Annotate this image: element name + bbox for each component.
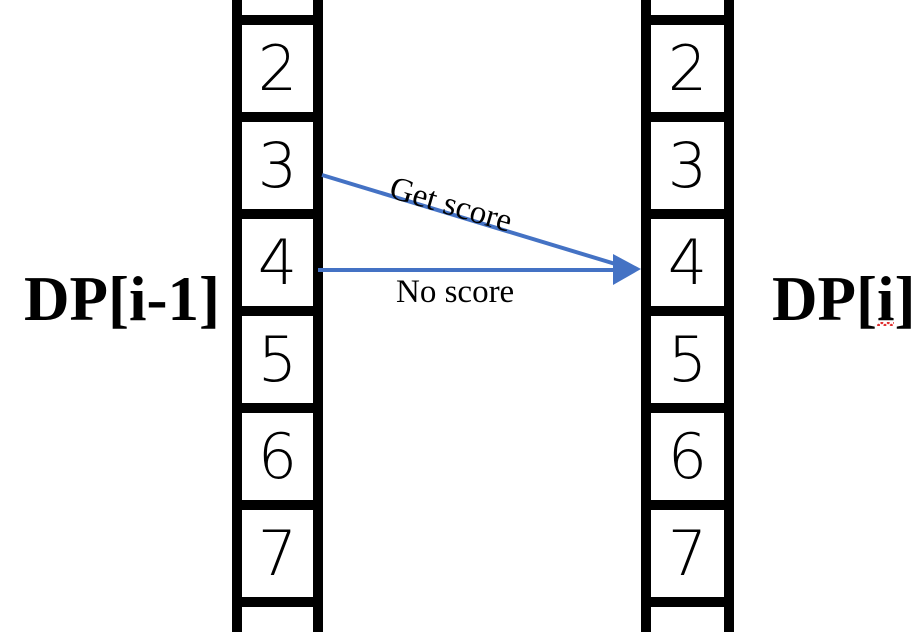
dp-cell-value: 3	[667, 128, 708, 202]
dp-cell-value: 5	[257, 322, 298, 396]
dp-cell: 5	[242, 316, 313, 413]
dp-label-current-index: i	[876, 264, 895, 334]
dp-cell: 5	[651, 316, 724, 413]
dp-cell-value: 4	[667, 225, 708, 299]
dp-label-previous: DP[i-1]	[24, 264, 220, 334]
dp-cell: 2	[242, 25, 313, 122]
dp-cell: 4	[242, 219, 313, 316]
dp-column-left: 2 3 4 5 6 7	[232, 0, 323, 632]
no-score-label: No score	[396, 274, 515, 310]
arrowhead-icon	[613, 254, 641, 285]
dp-cell: 7	[651, 510, 724, 607]
dp-cell-value: 7	[257, 516, 298, 590]
dp-cell: 7	[242, 510, 313, 607]
dp-cell-value: 7	[667, 516, 708, 590]
dp-cell: 6	[651, 413, 724, 510]
dp-cell	[651, 0, 724, 25]
dp-cell: 3	[651, 122, 724, 219]
dp-label-current: DP[i]	[772, 268, 915, 331]
dp-cell-value: 2	[257, 31, 298, 105]
dp-cell-value: 5	[667, 322, 708, 396]
dp-label-current-suffix: ]	[894, 264, 916, 334]
dp-cell-value: 3	[257, 128, 298, 202]
get-score-label: Get score	[385, 170, 517, 240]
dp-label-current-prefix: DP[	[772, 264, 877, 334]
dp-cell	[242, 0, 313, 25]
dp-cell-value: 4	[257, 225, 298, 299]
dp-cell	[242, 607, 313, 632]
dp-column-right: 2 3 4 5 6 7	[641, 0, 734, 632]
dp-cell-value: 6	[667, 419, 708, 493]
dp-cell-value: 2	[667, 31, 708, 105]
dp-cell: 6	[242, 413, 313, 510]
dp-cell-value: 6	[257, 419, 298, 493]
dp-cell	[651, 607, 724, 632]
dp-cell: 4	[651, 219, 724, 316]
dp-cell: 2	[651, 25, 724, 122]
dp-cell: 3	[242, 122, 313, 219]
